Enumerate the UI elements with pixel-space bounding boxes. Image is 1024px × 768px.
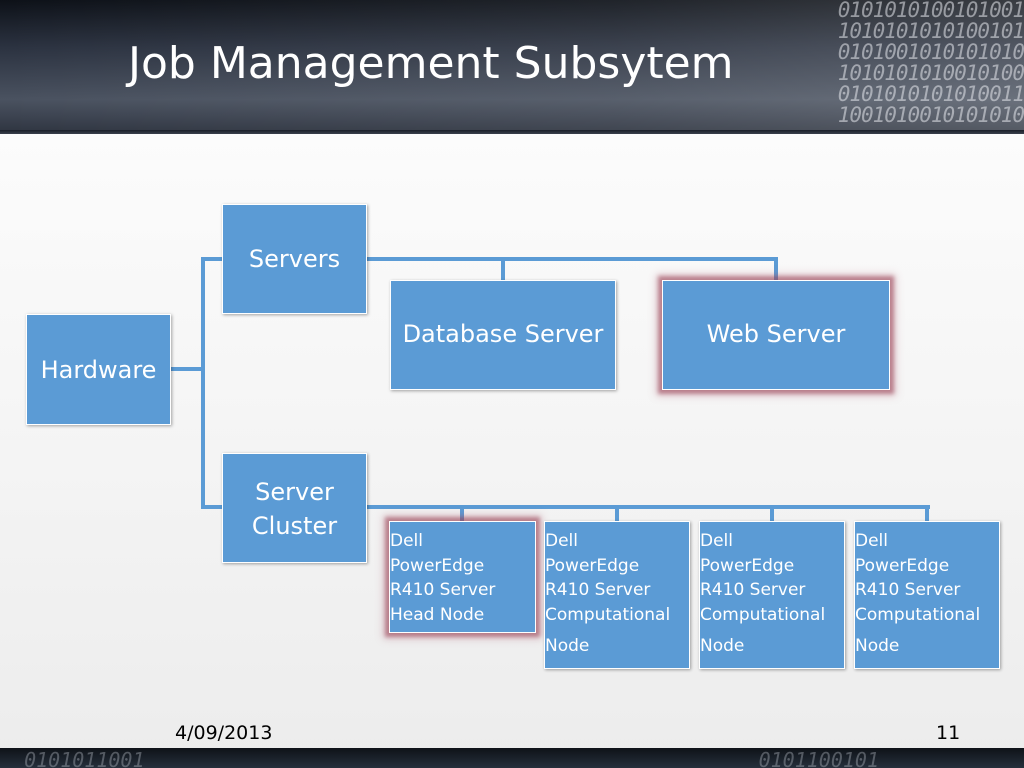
slide-number: 11 — [936, 722, 961, 744]
connector-servers-bus — [367, 257, 778, 261]
database-server-box: Database Server — [390, 280, 616, 390]
computational-node-box: Dell PowerEdge R410 Server Computational… — [699, 521, 845, 669]
servers-box: Servers — [222, 204, 367, 314]
connector-to-node-1 — [460, 505, 464, 523]
node-line: R410 Server — [855, 580, 961, 600]
database-server-label: Database Server — [402, 320, 604, 348]
connector-hardware-stub — [171, 367, 204, 371]
slide-title: Job Management Subsytem — [128, 38, 734, 89]
server-cluster-label-line1: Server — [255, 478, 334, 506]
node-line: Dell — [390, 531, 423, 551]
node-line: PowerEdge — [700, 555, 795, 576]
connector-to-node-3 — [770, 505, 774, 523]
connector-hardware-trunk — [201, 257, 205, 509]
node-line: PowerEdge — [855, 555, 950, 576]
node-line: R410 Server — [700, 580, 806, 600]
connector-to-database-server — [501, 257, 505, 282]
hardware-box: Hardware — [26, 314, 171, 425]
footer-binary-decoration: 0101011001 0101100101 — [0, 748, 879, 768]
computational-node-box: Dell PowerEdge R410 Server Computational… — [544, 521, 690, 669]
node-line: PowerEdge — [545, 555, 640, 576]
hardware-label: Hardware — [40, 355, 157, 384]
binary-decoration: 0101010100101001 1010101010100101 010100… — [837, 0, 1024, 127]
node-line: Dell — [855, 531, 888, 551]
server-cluster-label-line2: Cluster — [251, 512, 338, 540]
servers-label: Servers — [248, 245, 341, 273]
node-line: Head Node — [390, 604, 485, 625]
connector-to-cluster — [201, 505, 223, 509]
node-line: R410 Server — [390, 580, 496, 600]
node-line: Node — [700, 636, 745, 656]
node-line: Computational — [855, 604, 981, 625]
node-line: R410 Server — [545, 580, 651, 600]
title-banner: 0101010100101001 1010101010100101 010100… — [0, 0, 1024, 133]
computational-node-box: Dell PowerEdge R410 Server Computational… — [854, 521, 1000, 669]
node-line: Computational — [700, 604, 826, 625]
web-server-label: Web Server — [706, 320, 846, 348]
connector-to-web-server — [774, 257, 778, 282]
slide-date: 4/09/2013 — [175, 722, 273, 744]
node-line: PowerEdge — [390, 555, 485, 576]
node-line: Node — [855, 636, 900, 656]
server-cluster-box: Server Cluster — [222, 453, 367, 563]
banner-edge — [0, 130, 1024, 134]
head-node-box: Dell PowerEdge R410 Server Head Node — [389, 521, 536, 633]
connector-to-node-4 — [925, 505, 929, 523]
node-line: Computational — [545, 604, 671, 625]
connector-to-node-2 — [615, 505, 619, 523]
connector-to-servers — [201, 257, 223, 261]
web-server-box: Web Server — [662, 280, 890, 390]
banner-shine — [0, 0, 1024, 133]
connector-cluster-bus — [367, 505, 930, 509]
node-line: Dell — [545, 531, 578, 551]
node-line: Node — [545, 636, 590, 656]
footer-banner: 0101011001 0101100101 — [0, 748, 1024, 768]
node-line: Dell — [700, 531, 733, 551]
